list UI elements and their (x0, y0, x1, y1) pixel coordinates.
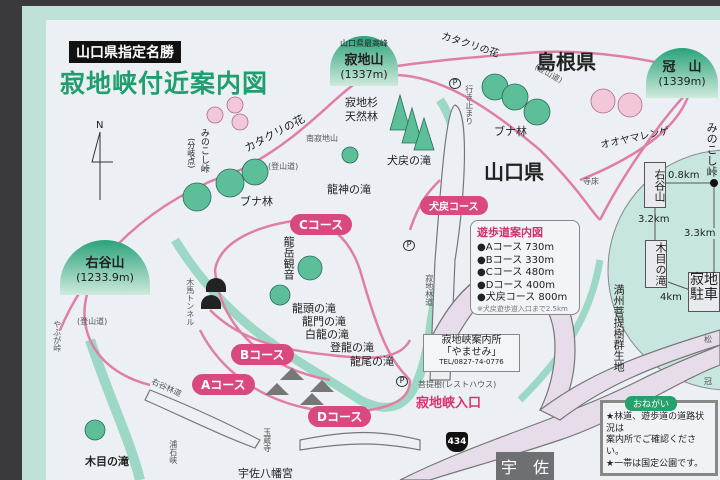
inset-distance: 0.8km (668, 170, 700, 181)
course-a-label: Aコース (192, 374, 255, 395)
label: 龍門の滝 (302, 315, 346, 328)
label: 白龍の滝 (305, 328, 349, 341)
label: 龍岳観音 (282, 236, 296, 280)
label: (登山道) (268, 162, 299, 171)
course-d-label: Dコース (308, 406, 372, 427)
inset-minokoshi: みのこし峠 (705, 122, 719, 177)
notice-line: ★一帯は国定公園です。 (606, 458, 704, 469)
inset-pass-marker (710, 179, 718, 187)
info-name: 寂地峡案内所 (441, 335, 502, 346)
mountain-name: 冠 山 (662, 60, 702, 75)
legend-item: ●Cコース 480m (477, 267, 555, 278)
parking-icon: P (396, 376, 408, 387)
map-title: 寂地峡付近案内図 (60, 69, 269, 98)
info-center-box: 寂地峡案内所 「やませみ」 TEL/0827-74-0776 (423, 334, 520, 372)
notice-line: ★林道、遊歩道の道路状況は (606, 412, 705, 434)
flower-icons (206, 88, 643, 131)
route-434-shield: 434 (446, 432, 468, 452)
label: (分岐点) (186, 138, 196, 169)
label: 天然林 (345, 110, 378, 123)
course-b-label: Bコース (231, 344, 294, 365)
inset-kimeno: 木目の滝 (645, 240, 667, 288)
label: ブナ林 (240, 195, 273, 208)
inset-jakuchi-parking: 寂地駐車 (688, 272, 720, 312)
label: 玉蔵寺 (262, 428, 272, 452)
label: 龍尾の滝 (350, 355, 394, 368)
label: 寺床 (583, 177, 599, 186)
label: 木目の滝 (85, 455, 129, 468)
prefecture-yamaguchi: 山口県 (484, 160, 544, 184)
label: 南寂地山 (306, 134, 338, 143)
mountain-height: (1233.9m) (76, 271, 134, 284)
compass-north-label: N (96, 120, 104, 131)
mountain-name: 寂地山 (344, 53, 384, 68)
label: みのこし峠 (198, 128, 209, 173)
mountain-height: (1339m) (658, 75, 706, 88)
parking-icon: P (449, 78, 461, 89)
campsite-icons (265, 368, 334, 405)
label: 宇佐八幡宮 (238, 467, 293, 480)
inset-distance: 3.2km (638, 214, 670, 225)
inset-distance: 4km (660, 292, 682, 303)
inset-migitani: 右谷山 (644, 162, 666, 208)
place-usa: 宇 佐 (496, 452, 555, 480)
legend-item: ●犬戻コース 800m (477, 292, 568, 303)
legend-item: ●Dコース 400m (477, 279, 555, 291)
compass-arrow (91, 131, 113, 200)
notice-line: 案内所でご確認ください。 (606, 435, 697, 458)
tree-icons (84, 73, 551, 441)
designation-banner: 山口県指定名勝 (69, 41, 181, 63)
mountain-height: (1337m) (340, 68, 388, 81)
trail-legend: 遊歩道案内図 ●Aコース 730m ●Bコース 330m ●Cコース 480m … (470, 220, 580, 315)
legend-note: ※犬戻遊歩道入口まで2.5km (477, 304, 568, 313)
mountain-jakuchisan: 山口県最高峰 寂地山 (1337m) (330, 36, 398, 86)
legend-title: 遊歩道案内図 (477, 226, 543, 239)
course-inumodori-label: 犬戻コース (420, 196, 488, 215)
parking-icon: P (403, 240, 415, 251)
label: 寂地林道 (424, 274, 434, 306)
river (85, 338, 145, 480)
label: (登山道) (77, 317, 108, 326)
mountain-kanmuriyama: 冠 山 (1339m) (646, 48, 718, 98)
notice-box: おねがい ★林道、遊歩道の道路状況は 案内所でご確認ください。 ★一帯は国定公園… (600, 396, 718, 476)
label: 犬戻の滝 (387, 154, 431, 167)
notice-tag: おねがい (625, 396, 678, 411)
label: 登龍の滝 (330, 341, 374, 354)
legend-item: ●Aコース 730m (477, 242, 555, 253)
mountain-name: 右谷山 (85, 256, 125, 271)
mountain-caption: 山口県最高峰 (340, 39, 388, 48)
label: 冠 (704, 377, 712, 386)
label: 行き止まり (464, 85, 474, 125)
legend-item: ●Bコース 330m (477, 254, 555, 266)
label: やぶが峠 (52, 320, 62, 352)
label: ブナ林 (494, 125, 527, 138)
info-nickname: 「やませみ」 (441, 346, 502, 358)
info-tel: TEL/0827-74-0776 (439, 358, 504, 366)
label: 木馬トンネル (185, 278, 195, 326)
prefecture-shimane: 島根県 (536, 50, 596, 74)
course-c-label: Cコース (290, 214, 353, 235)
tunnel-icons (201, 278, 226, 309)
label: 満州菩提樹群生地 (612, 284, 626, 372)
label: 龍神の滝 (327, 183, 371, 196)
label: 寂地杉 (345, 96, 378, 109)
inset-distance: 3.3km (684, 228, 716, 239)
label: 菩提樹(レストハウス) (418, 380, 497, 389)
inset-connectors (654, 182, 715, 291)
entrance-label: 寂地峡入口 (416, 396, 482, 411)
label: 龍頭の滝 (292, 302, 336, 315)
label: 浦石峡 (168, 440, 178, 464)
label: 松 (704, 335, 712, 344)
